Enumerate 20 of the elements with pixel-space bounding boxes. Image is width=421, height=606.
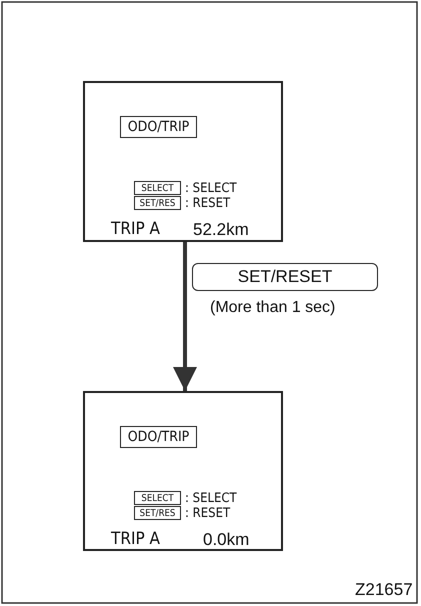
key-description: : RESET [185, 507, 230, 520]
switch-button: SET/RESET [192, 263, 378, 291]
key-description: : SELECT [185, 492, 237, 505]
key-label: SELECT [134, 181, 181, 195]
key-label: SET/RES [134, 196, 181, 210]
key-description: : SELECT [185, 182, 237, 195]
key-label: SELECT [134, 491, 181, 505]
key-label: SET/RES [134, 506, 181, 520]
key-label: ODO/TRIP [120, 426, 197, 448]
trip-label: TRIP A [111, 531, 160, 548]
display-screen [83, 81, 283, 242]
key-label: ODO/TRIP [120, 116, 197, 138]
trip-label: TRIP A [111, 221, 160, 238]
display-screen [83, 391, 283, 551]
distance-value: 0.0km [203, 531, 250, 548]
distance-value: 52.2km [193, 221, 249, 238]
duration-note: (More than 1 sec) [210, 300, 336, 316]
arrow [173, 242, 197, 391]
figure-number: Z21657 [355, 581, 413, 598]
key-description: : RESET [185, 197, 230, 210]
